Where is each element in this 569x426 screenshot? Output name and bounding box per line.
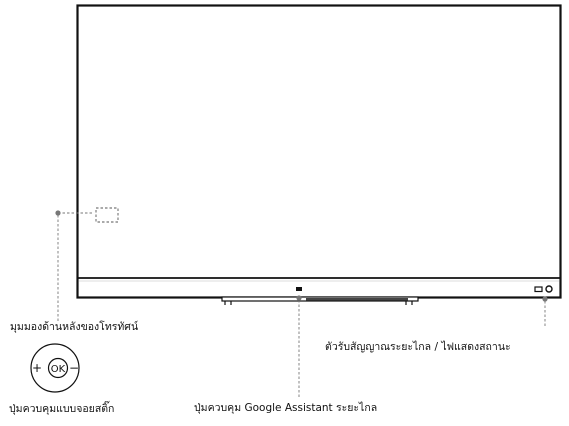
status-led-icon — [545, 285, 553, 293]
callout-back-view — [57, 212, 92, 322]
label-remote-receiver: ตัวรับสัญญาณระยะไกล / ไฟแสดงสถานะ — [325, 341, 511, 353]
label-joystick: ปุ่มควบคุมแบบจอยสติ๊ก — [9, 403, 115, 415]
label-back-view: มุมมองด้านหลังของโทรทัศน์ — [10, 321, 139, 333]
tv-screen-frame — [76, 4, 562, 299]
callout-dot-google-assistant — [296, 295, 302, 301]
callout-dot-remote-receiver — [542, 296, 548, 302]
joystick-ok-label: OK — [51, 364, 66, 375]
joystick-button-icon — [30, 343, 80, 393]
joystick-minus-label: − — [69, 361, 79, 375]
label-google-assistant: ปุ่มควบคุม Google Assistant ระยะไกล — [194, 402, 378, 414]
back-view-marker — [95, 207, 119, 223]
callout-dot-back-view — [55, 210, 61, 216]
remote-receiver-icon — [534, 286, 543, 293]
tv-stand — [221, 296, 419, 305]
google-assistant-mic-mark — [296, 287, 302, 291]
joystick-plus-label: + — [32, 361, 42, 375]
